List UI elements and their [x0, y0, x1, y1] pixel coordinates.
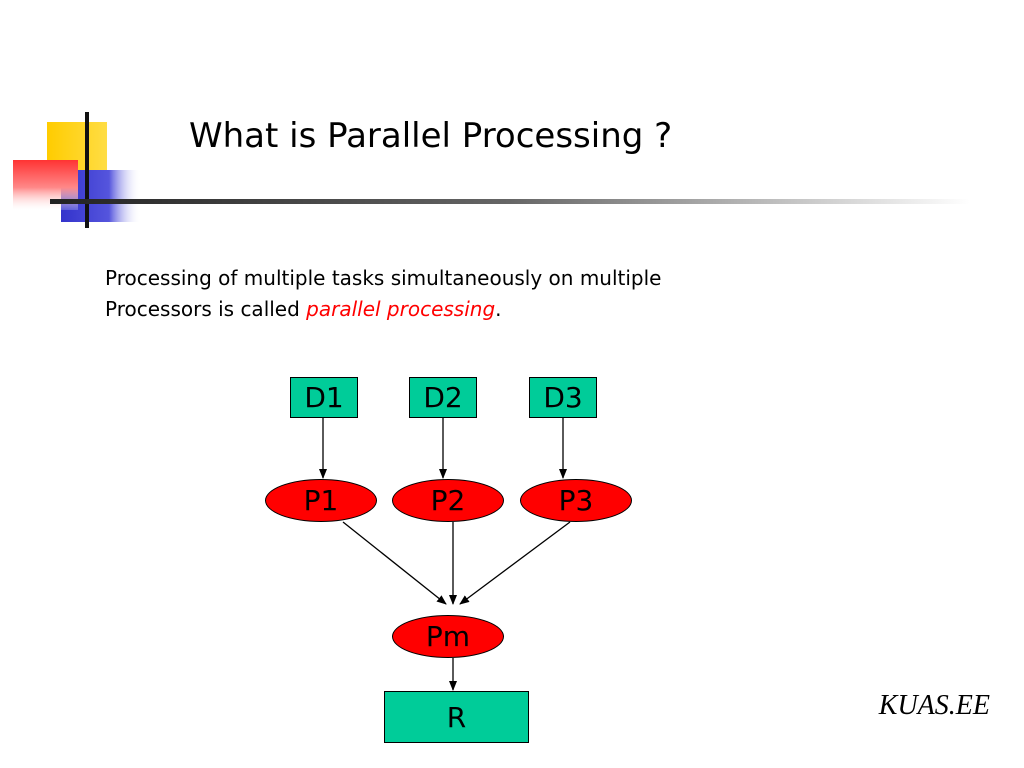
result-node-r: R [384, 691, 529, 743]
data-node-d1: D1 [290, 377, 358, 418]
definition-paragraph: Processing of multiple tasks simultaneou… [105, 263, 805, 325]
data-node-d2: D2 [409, 377, 477, 418]
definition-line-1: Processing of multiple tasks simultaneou… [105, 266, 662, 290]
arrow-p3-pm [459, 521, 571, 605]
definition-line-2-suffix: . [495, 297, 502, 321]
arrow-p1-pm [342, 521, 447, 605]
merge-node-pm: Pm [392, 615, 504, 658]
processor-node-p3: P3 [520, 479, 632, 522]
processor-node-p1: P1 [265, 479, 377, 522]
data-node-d3: D3 [529, 377, 597, 418]
processor-node-p2: P2 [392, 479, 504, 522]
definition-line-2-prefix: Processors is called [105, 297, 307, 321]
footer-label: KUAS.EE [878, 690, 990, 721]
page-title: What is Parallel Processing ? [189, 116, 673, 156]
definition-emphasis: parallel processing [306, 297, 496, 321]
deco-vertical-bar [85, 112, 89, 228]
title-underline [50, 199, 970, 204]
